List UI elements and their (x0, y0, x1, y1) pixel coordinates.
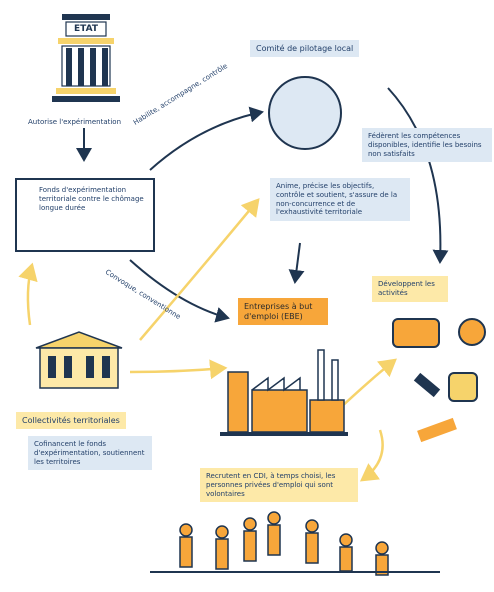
arrow-etat-comite (149, 106, 264, 171)
town-hall-icon (32, 330, 126, 392)
arrow-comite-ebe (288, 242, 305, 284)
arrow-collectivites-comite (139, 198, 260, 341)
arrow-activites-recrutent (359, 429, 384, 482)
arrow-collectivites-fonds (18, 262, 38, 326)
label-autorise: Autorise l'expérimentation (28, 118, 122, 126)
arrow-fonds-ebe (129, 259, 230, 323)
building-icon (52, 14, 120, 102)
label-developpent: Développent les activités (372, 276, 448, 302)
fonds-box: Fonds d'expérimentation territoriale con… (15, 178, 155, 252)
ebe-title: Entreprises à but d'emploi (EBE) (238, 298, 328, 326)
collectivites-title: Collectivités territoriales (16, 412, 126, 429)
label-recrutent: Recrutent en CDI, à temps choisi, les pe… (200, 468, 358, 503)
arrow-collectivites-ebe (129, 359, 228, 380)
comite-circle (268, 76, 342, 150)
tools-icon (448, 372, 478, 402)
van-icon (392, 318, 440, 348)
comite-title: Comité de pilotage local (250, 40, 360, 57)
label-federe: Fédèrent les compétences disponibles, id… (362, 128, 492, 163)
arrow-comite-activites (387, 87, 449, 264)
fonds-label: Fonds d'expérimentation territoriale con… (39, 186, 144, 212)
label-cofinancent: Cofinancent le fonds d'expérimentation, … (28, 436, 152, 471)
recycle-icon (458, 318, 486, 346)
label-anime: Anime, précise les objectifs, contrôle e… (270, 178, 410, 221)
etat-title: ETAT (74, 24, 98, 34)
etat-building: ETAT (52, 10, 120, 110)
